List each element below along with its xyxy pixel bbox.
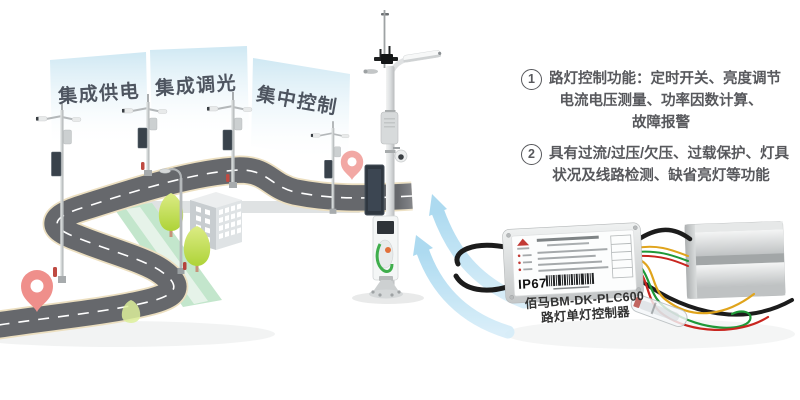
green-wire [636,262,752,329]
feature-2-line-1: 具有过流/过压/欠压、过载保护、灯具 [549,146,790,162]
heatsink-box [684,221,786,299]
pole-base [369,276,403,299]
ip-rating-label: IP67 [518,275,547,291]
location-pin-left [21,270,53,312]
plc-controller-box: IP67 [502,222,644,304]
black-wire [633,227,693,244]
inner-street-lamp [159,168,187,274]
green-strip [113,203,222,307]
smart-pole [363,10,442,299]
street-lamp-2 [121,94,168,176]
banner-label-integrated-dimming: 集成调光 [154,73,238,100]
feature-2-line-2: 状况及线路检测、缺省亮灯等功能 [552,168,770,184]
office-building [190,192,242,250]
location-pin-right [340,150,364,180]
feature-item-2: 2 具有过流/过压/欠压、过载保护、灯具 状况及线路检测、缺省亮灯等功能 [521,143,800,187]
terminal-table [610,234,634,279]
street-lamp-4 [310,121,350,214]
controller-product-photo: IP67 [453,221,794,332]
wire-harness [633,227,794,332]
circled-number-2: 2 [521,143,542,165]
feature-1-line-1: 路灯控制功能：定时开关、亮度调节 [549,71,781,87]
trees [121,193,211,323]
barcode [545,272,595,287]
charging-station [372,215,399,281]
yellow-wire [636,257,756,315]
feature-list: 1 路灯控制功能：定时开关、亮度调节 电流电压测量、功率因数计算、 故障报警 2… [521,68,800,187]
feature-1-line-3: 故障报警 [632,115,690,131]
feature-1-line-2: 电流电压测量、功率因数计算、 [559,93,763,109]
banner-label-integrated-power: 集成供电 [57,81,141,108]
circled-number-1: 1 [521,68,542,90]
pole-equipment-box [380,111,399,145]
banner-panels [50,46,350,162]
display-panel [364,164,385,216]
inline-connector [630,294,688,328]
street-lamp-3 [206,92,253,188]
black-wire [453,273,513,293]
security-camera [394,149,408,163]
red-wire [635,254,689,267]
led-lamp-head [402,50,442,63]
street-lamp-1 [35,102,82,283]
black-wire [454,242,513,267]
left-lamp-stub [364,69,378,74]
brand-logo [517,238,530,246]
feature-item-1: 1 路灯控制功能：定时开关、亮度调节 电流电压测量、功率因数计算、 故障报警 [521,68,800,134]
